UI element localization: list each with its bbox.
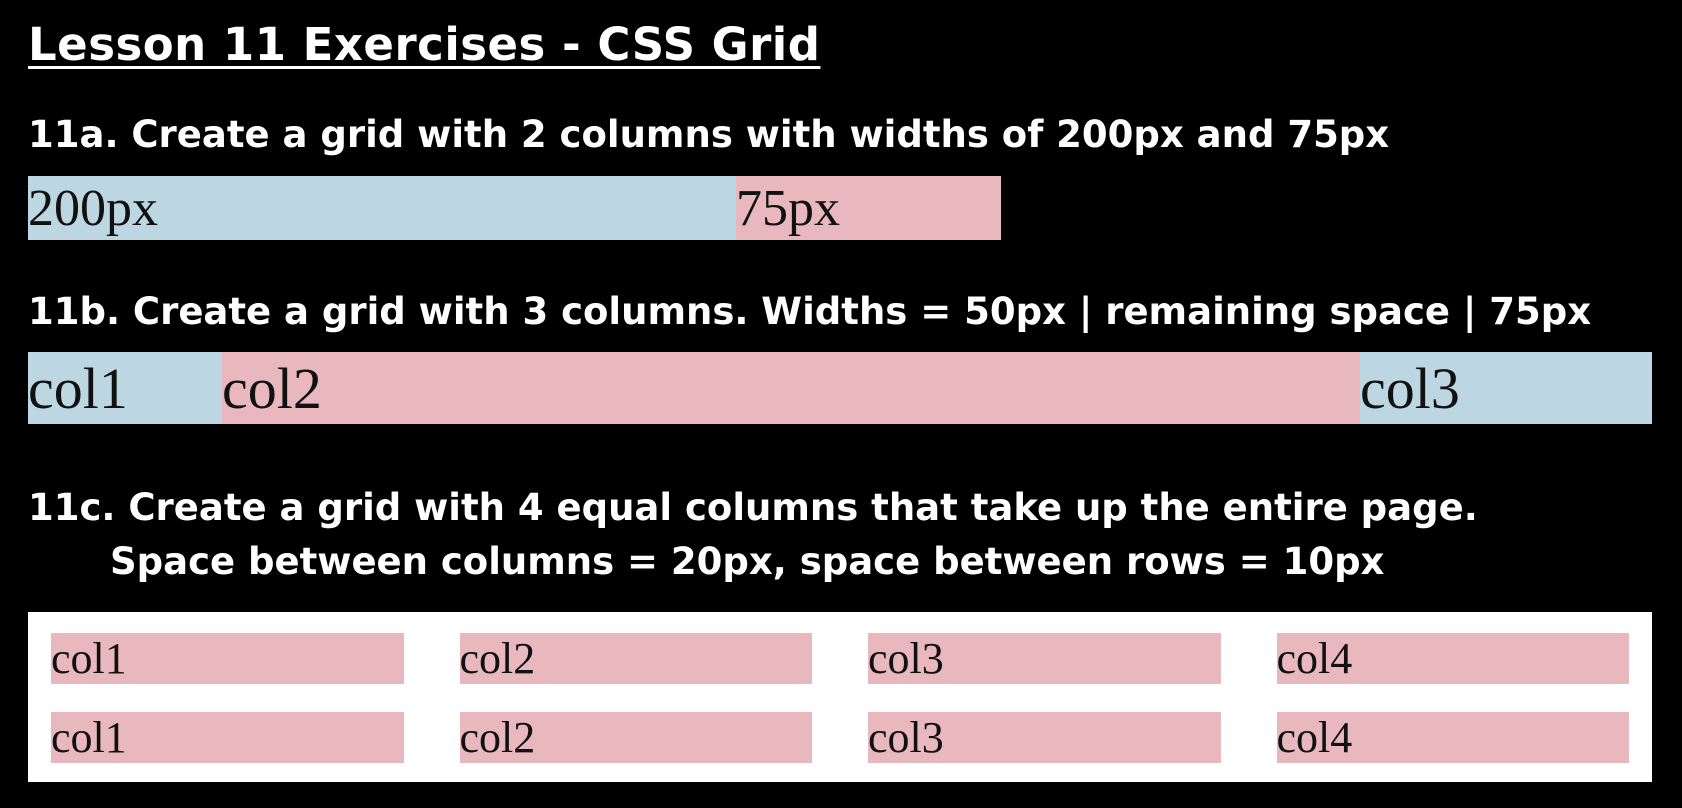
grid-cell-r1-col2: col2 xyxy=(459,633,812,684)
grid-cell-r2-col2: col2 xyxy=(459,712,812,763)
grid-cell-200px: 200px xyxy=(28,176,736,240)
grid-cell-r1-col3: col3 xyxy=(868,633,1221,684)
exercise-11c-grid-container: col1 col2 col3 col4 col1 col2 col3 col4 xyxy=(28,612,1652,782)
exercise-11b-heading: 11b. Create a grid with 3 columns. Width… xyxy=(28,290,1592,333)
exercise-11c-grid: col1 col2 col3 col4 col1 col2 col3 col4 xyxy=(51,633,1629,763)
grid-cell-col1: col1 xyxy=(28,352,222,424)
exercise-11c-heading-line2: Space between columns = 20px, space betw… xyxy=(110,540,1385,583)
grid-cell-r1-col4: col4 xyxy=(1276,633,1629,684)
grid-cell-col2: col2 xyxy=(222,352,1360,424)
exercise-11c-heading-line1: 11c. Create a grid with 4 equal columns … xyxy=(28,486,1478,529)
exercise-11a-grid: 200px 75px xyxy=(28,176,1001,240)
grid-cell-75px: 75px xyxy=(736,176,1001,240)
exercise-11c-heading: 11c. Create a grid with 4 equal columns … xyxy=(28,481,1478,589)
grid-cell-r2-col1: col1 xyxy=(51,712,404,763)
grid-cell-r2-col4: col4 xyxy=(1276,712,1629,763)
grid-cell-r1-col1: col1 xyxy=(51,633,404,684)
exercise-11b-grid: col1 col2 col3 xyxy=(28,352,1652,424)
grid-cell-r2-col3: col3 xyxy=(868,712,1221,763)
page-title: Lesson 11 Exercises - CSS Grid xyxy=(28,18,821,71)
exercise-11a-heading: 11a. Create a grid with 2 columns with w… xyxy=(28,113,1390,156)
grid-cell-col3: col3 xyxy=(1360,352,1652,424)
